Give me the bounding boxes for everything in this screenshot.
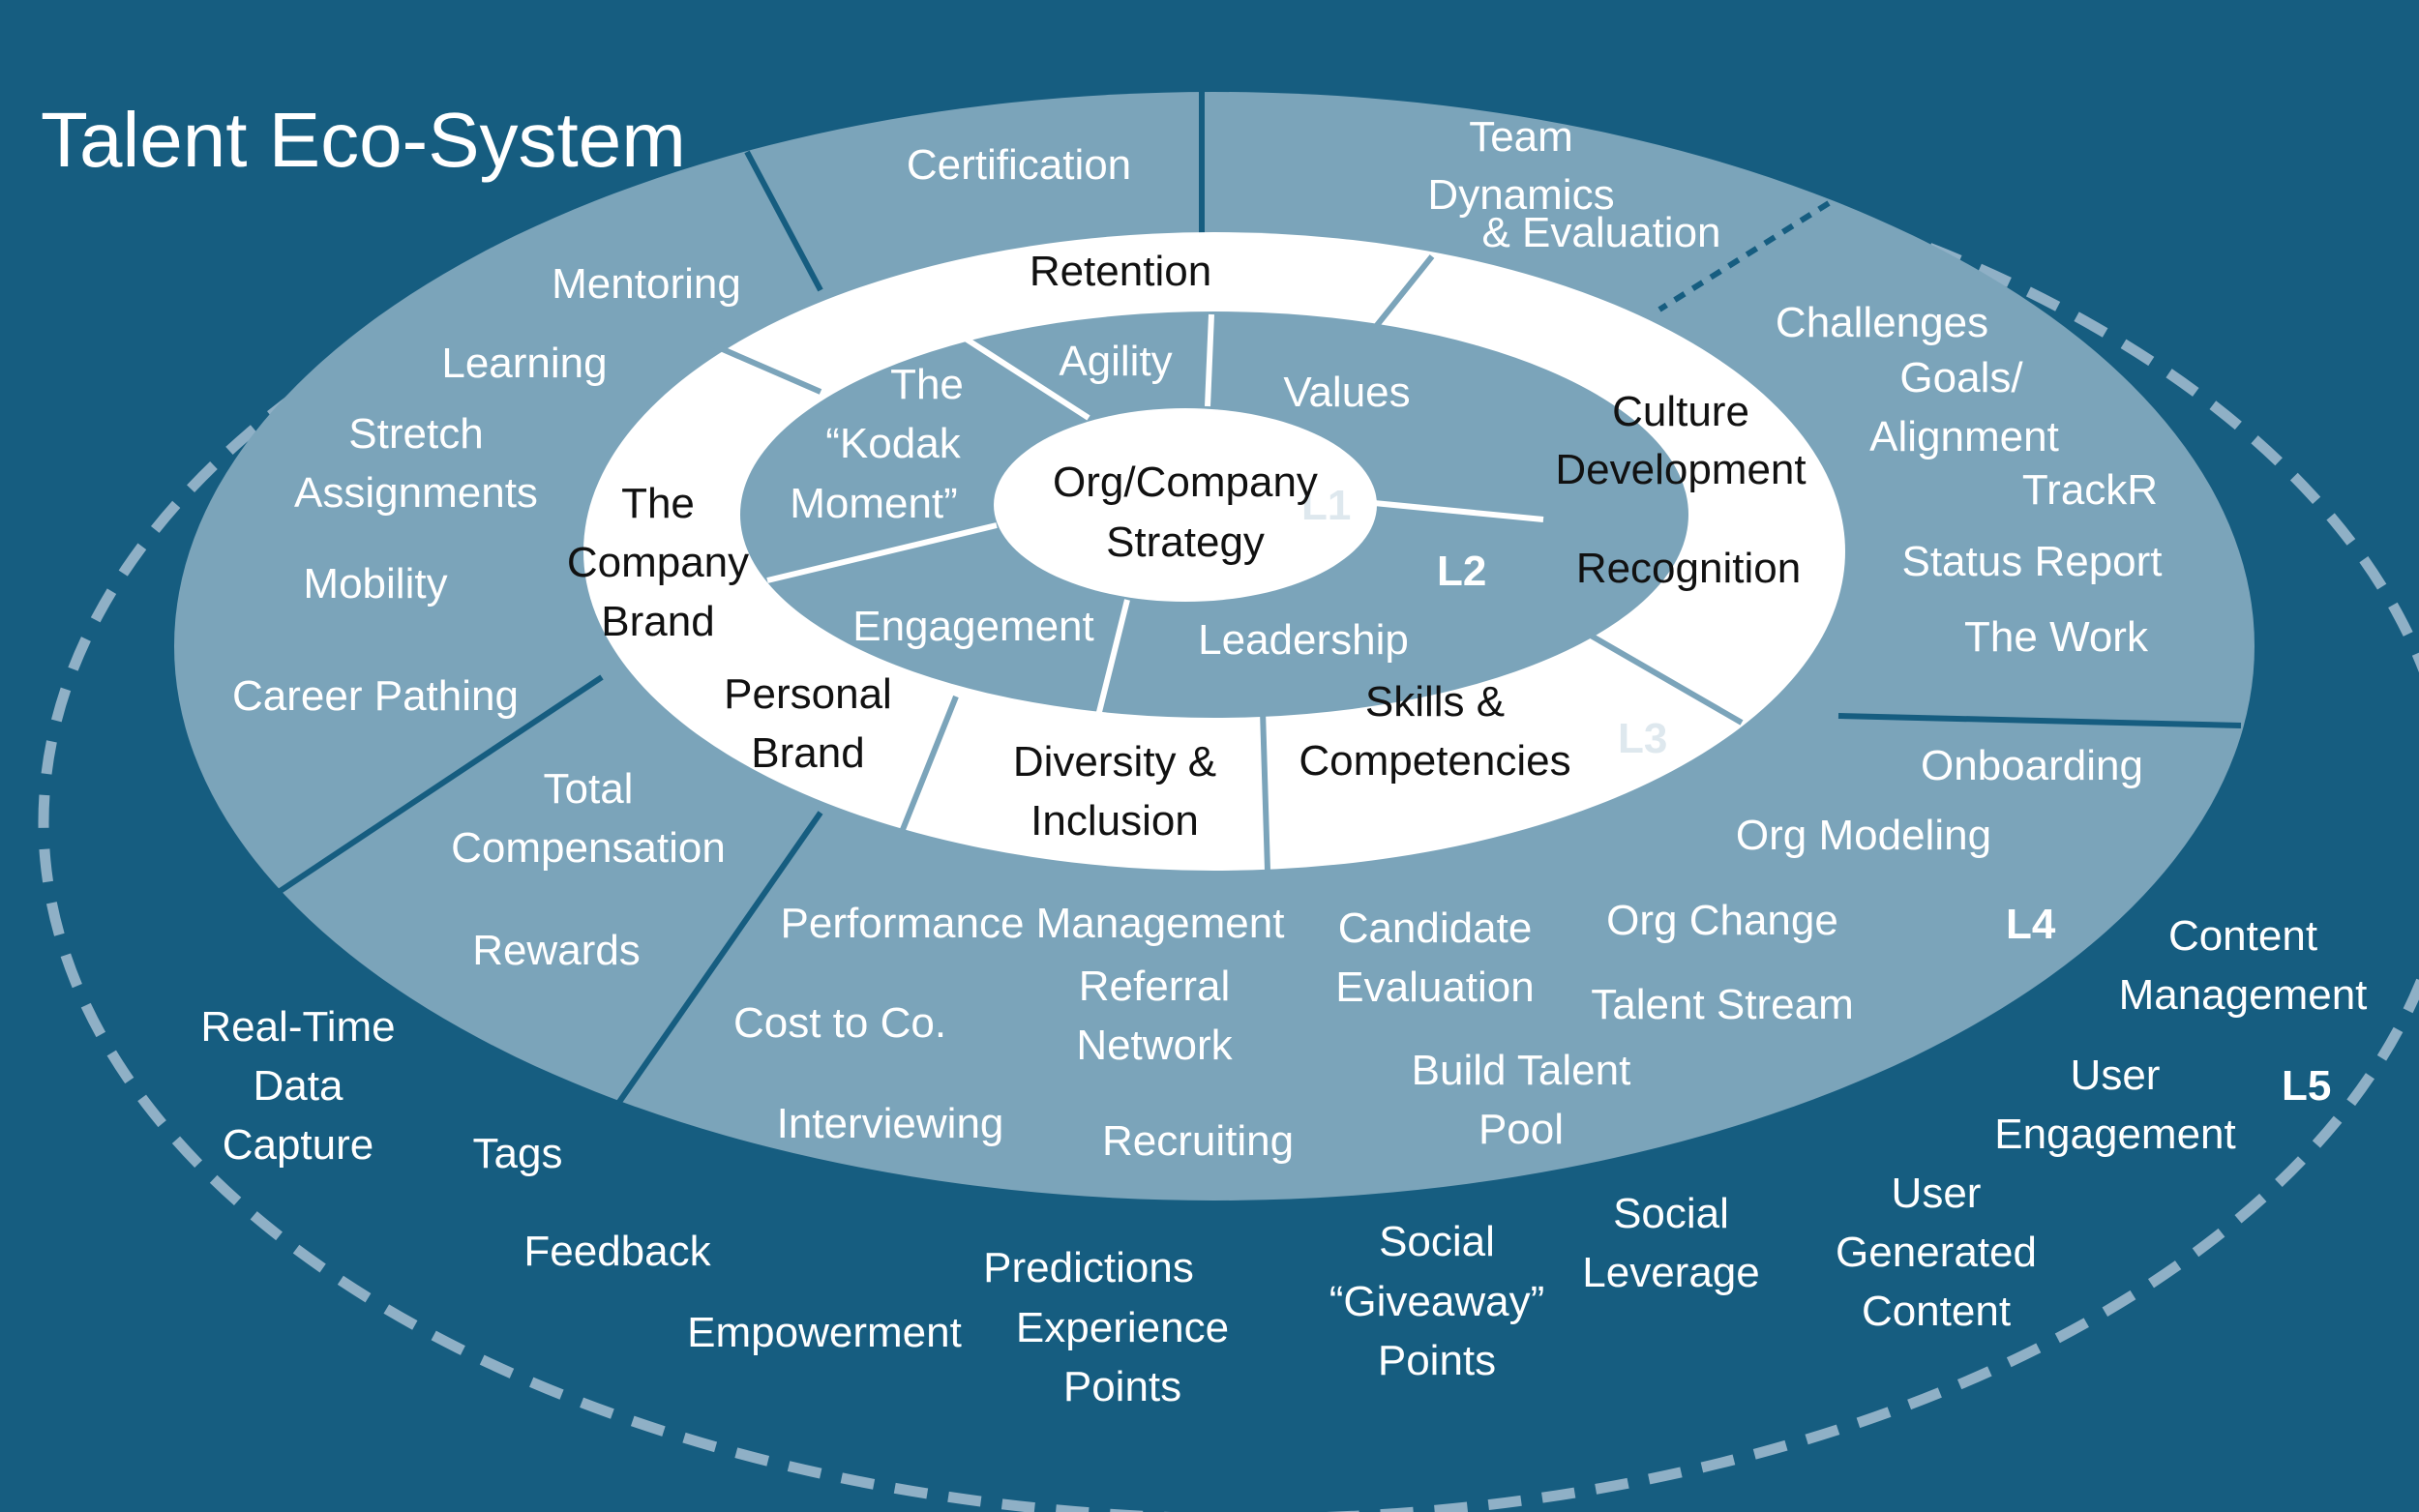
l5-social-giveaway-line1: Social <box>1379 1218 1495 1265</box>
l3-company-brand-line2: Company <box>567 539 749 586</box>
l4-referral-line2: Network <box>1076 1022 1233 1069</box>
l1-strategy-line1: Org/Company <box>1053 459 1318 506</box>
level-l3-marker: L3 <box>1618 715 1667 762</box>
l4-team-dynamics-line3: & Evaluation <box>1481 209 1720 256</box>
page-title: Talent Eco-System <box>41 97 686 183</box>
level-l5-marker: L5 <box>2282 1062 2331 1110</box>
l5-empowerment: Empowerment <box>687 1309 962 1356</box>
l5-realtime-line1: Real-Time <box>200 1003 395 1051</box>
l4-candidate-eval-line2: Evaluation <box>1335 964 1534 1011</box>
l4-team-dynamics-line2: Dynamics <box>1427 171 1614 219</box>
l5-labels: Real-Time Data Capture Tags Feedback Emp… <box>200 912 2367 1410</box>
level-markers: L1 L2 L3 L4 L5 <box>1301 482 2331 1110</box>
l5-realtime-line2: Data <box>254 1062 343 1110</box>
l2-leadership: Leadership <box>1198 616 1409 664</box>
l4-stretch-line2: Assignments <box>294 469 538 517</box>
l3-culture-line1: Culture <box>1612 388 1749 435</box>
l2-kodak-line2: “Kodak <box>825 420 961 467</box>
l3-diversity-line1: Diversity & <box>1013 738 1216 786</box>
l5-predictions: Predictions <box>983 1244 1194 1291</box>
l1-labels: Org/Company Strategy <box>1053 459 1318 566</box>
l4-trackr: TrackR <box>2022 466 2158 514</box>
l4-team-dynamics-line1: Team <box>1469 113 1573 161</box>
l4-goals-line1: Goals/ <box>1899 354 2023 401</box>
l5-user-engagement-line1: User <box>2071 1052 2161 1099</box>
l5-social-giveaway-line3: Points <box>1378 1337 1496 1384</box>
l3-company-brand-line3: Brand <box>601 598 714 645</box>
l3-culture-line2: Development <box>1555 446 1806 493</box>
l3-recognition: Recognition <box>1576 545 1801 592</box>
l3-personal-brand-line2: Brand <box>751 729 864 777</box>
l4-rewards: Rewards <box>472 927 641 974</box>
l4-referral-line1: Referral <box>1079 963 1231 1010</box>
l4-total-comp-line2: Compensation <box>451 824 726 872</box>
l5-user-engagement-line2: Engagement <box>1994 1111 2236 1158</box>
l4-mobility: Mobility <box>303 560 447 608</box>
l4-goals-line2: Alignment <box>1869 413 2059 460</box>
l4-labels: Certification Team Dynamics & Evaluation… <box>232 113 2162 1165</box>
level-l1-marker: L1 <box>1301 482 1351 529</box>
l4-status-report: Status Report <box>1901 538 2162 585</box>
l4-recruiting: Recruiting <box>1102 1117 1294 1165</box>
l4-cost-to-co: Cost to Co. <box>733 999 946 1047</box>
l5-social-leverage-line1: Social <box>1613 1190 1729 1237</box>
l5-ugc-line2: Generated <box>1836 1229 2037 1276</box>
l4-career-pathing: Career Pathing <box>232 672 519 720</box>
l5-realtime-line3: Capture <box>223 1121 374 1169</box>
l3-skills-line2: Competencies <box>1299 737 1570 785</box>
l5-tags: Tags <box>473 1130 563 1177</box>
l4-build-talent-line2: Pool <box>1478 1106 1564 1153</box>
level-l4-marker: L4 <box>2006 901 2056 948</box>
l3-company-brand-line1: The <box>621 480 695 527</box>
l4-candidate-eval-line1: Candidate <box>1338 904 1533 952</box>
l5-experience-line1: Experience <box>1016 1304 1229 1351</box>
l4-performance-management: Performance Management <box>781 900 1285 947</box>
l4-talent-stream: Talent Stream <box>1591 981 1853 1028</box>
l4-dividers <box>277 92 2242 1107</box>
l3-personal-brand-line1: Personal <box>724 670 892 718</box>
l2-dividers <box>766 313 1544 717</box>
l3-labels: Retention Culture Development Recognitio… <box>567 248 1807 845</box>
l4-the-work: The Work <box>1964 613 2149 661</box>
l4-total-comp-line1: Total <box>544 765 634 813</box>
l3-retention: Retention <box>1030 248 1211 295</box>
l3-skills-line1: Skills & <box>1365 678 1505 726</box>
l2-agility: Agility <box>1059 338 1172 385</box>
l3-diversity-line2: Inclusion <box>1030 797 1199 845</box>
l5-content-mgmt-line1: Content <box>2168 912 2317 960</box>
l4-build-talent-line1: Build Talent <box>1412 1047 1631 1094</box>
l5-ugc-line1: User <box>1892 1170 1982 1217</box>
l2-kodak-line3: Moment” <box>790 480 958 527</box>
l4-interviewing: Interviewing <box>777 1100 1004 1147</box>
l4-stretch-line1: Stretch <box>348 410 483 458</box>
l1-strategy-line2: Strategy <box>1106 519 1265 566</box>
l5-social-leverage-line2: Leverage <box>1582 1249 1759 1296</box>
l2-values: Values <box>1283 369 1410 416</box>
level-l2-marker: L2 <box>1437 548 1486 595</box>
l5-social-giveaway-line2: “Giveaway” <box>1329 1278 1545 1325</box>
l2-engagement: Engagement <box>852 603 1094 650</box>
l2-labels: The “Kodak Moment” Agility Values Engage… <box>790 338 1410 664</box>
l4-onboarding: Onboarding <box>1921 742 2143 789</box>
l4-learning: Learning <box>441 340 607 387</box>
l4-org-modeling: Org Modeling <box>1736 812 1991 859</box>
l2-kodak-line1: The <box>890 361 964 408</box>
l4-challenges: Challenges <box>1776 299 1988 346</box>
l1-core <box>994 408 1377 602</box>
l5-feedback: Feedback <box>523 1228 711 1275</box>
l4-mentoring: Mentoring <box>552 260 741 308</box>
l5-ugc-line3: Content <box>1862 1288 2011 1335</box>
l5-experience-line2: Points <box>1063 1363 1181 1410</box>
l5-content-mgmt-line2: Management <box>2119 971 2368 1019</box>
l4-certification: Certification <box>907 141 1131 189</box>
l4-org-change: Org Change <box>1606 897 1838 944</box>
